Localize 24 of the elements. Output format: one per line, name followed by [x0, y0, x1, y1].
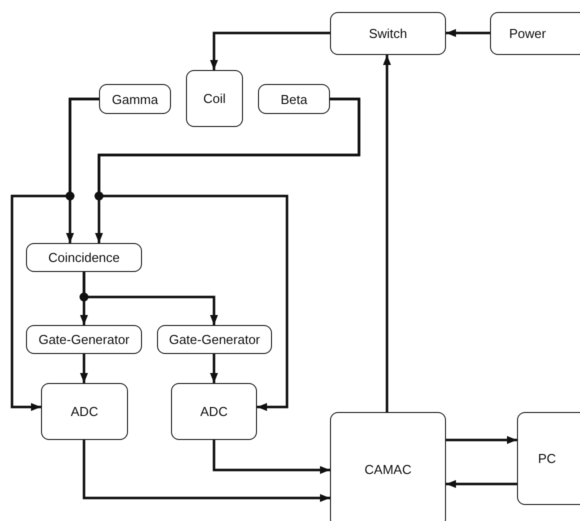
- process-box: Switch: [330, 12, 446, 55]
- arrow: [10, 98, 99, 411]
- arrow: [80, 354, 88, 383]
- arrow: [383, 55, 391, 412]
- arrow: [82, 440, 330, 502]
- arrow: [210, 32, 330, 70]
- arrow: [446, 480, 517, 488]
- arrow: [82, 272, 218, 325]
- arrow: [446, 436, 517, 444]
- process-box: PC: [517, 412, 580, 505]
- process-box: Gate-Generator: [26, 325, 142, 354]
- process-box: Coincidence: [26, 243, 142, 272]
- arrow: [210, 354, 218, 383]
- process-box: Gate-Generator: [157, 325, 272, 354]
- arrow: [98, 98, 360, 411]
- arrow: [212, 440, 330, 474]
- process-box: Beta: [258, 84, 330, 114]
- process-box: Power: [490, 12, 580, 55]
- process-box: ADC: [41, 383, 128, 440]
- process-box: Gamma: [99, 84, 171, 114]
- process-box: CAMAC: [330, 412, 446, 521]
- arrow: [446, 29, 490, 37]
- process-box: ADC: [171, 383, 257, 440]
- process-box: Coil: [186, 70, 243, 127]
